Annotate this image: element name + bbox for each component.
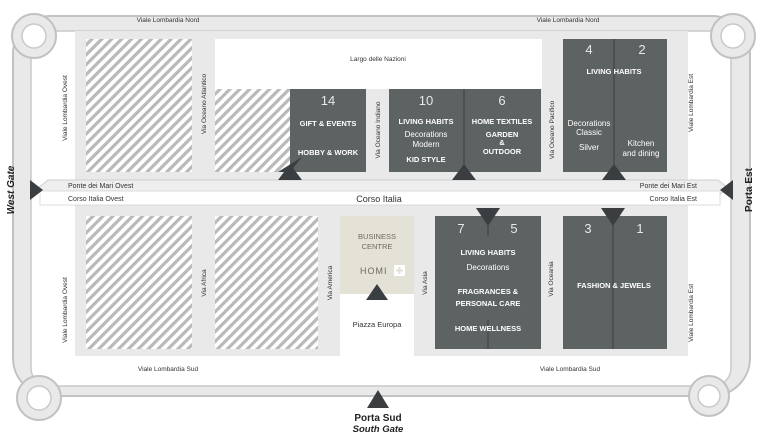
- hall-2-number: 2: [638, 42, 645, 57]
- hall-10[interactable]: [389, 89, 464, 172]
- entrance-marker-hall-14b: [278, 164, 302, 180]
- hall-6-line4: OUTDOOR: [483, 147, 522, 156]
- hall-6-line3: &: [499, 138, 505, 147]
- label-via-america: Via America: [327, 265, 334, 300]
- hall-4-2-title: LIVING HABITS: [586, 67, 641, 76]
- corso-italia-band: [37, 179, 729, 206]
- hall-10-line4: KID STYLE: [406, 155, 445, 164]
- hall-14-line1: GIFT & EVENTS: [300, 119, 357, 128]
- label-viale-lombardia-nord-right: Viale Lombardia Nord: [537, 17, 600, 24]
- plus-icon: [394, 265, 405, 276]
- hatched-block-sw: [86, 216, 192, 349]
- hall-6[interactable]: [464, 89, 541, 172]
- business-centre[interactable]: [340, 216, 414, 294]
- label-viale-lombardia-est-bottom: Viale Lombardia Est: [688, 284, 695, 342]
- hall-4-line3: Silver: [579, 143, 599, 152]
- south-gate-label-it: Porta Sud: [354, 413, 401, 424]
- label-via-oceania: Via Oceania: [548, 261, 555, 297]
- hall-4-line1: Decorations: [568, 119, 611, 128]
- hall-7-5-line2: Decorations: [467, 263, 510, 272]
- label-viale-lombardia-ovest-top: Viale Lombardia Ovest: [62, 75, 69, 141]
- hall-14-number: 14: [321, 93, 335, 108]
- hall-14-line2: HOBBY & WORK: [298, 148, 359, 157]
- hall-6-line2: GARDEN: [486, 130, 519, 139]
- hall-2-line2: and dining: [623, 149, 660, 158]
- label-viale-lombardia-sud-right: Viale Lombardia Sud: [540, 366, 601, 373]
- hall-1-number: 1: [636, 221, 643, 236]
- label-via-oceano-pacifico: Via Oceano Pacifico: [549, 100, 556, 159]
- entrance-marker-hall-10: [452, 164, 476, 180]
- west-gate-label: West Gate: [6, 165, 17, 214]
- east-gate-label: Porta Est: [744, 167, 755, 212]
- hall-4-line2: Classic: [576, 128, 602, 137]
- largo-nazioni-area: [215, 39, 542, 89]
- label-viale-lombardia-est-top: Viale Lombardia Est: [688, 74, 695, 132]
- hatched-block-s: [215, 216, 318, 349]
- hall-1[interactable]: [613, 216, 667, 349]
- hall-5[interactable]: [488, 216, 541, 349]
- entrance-marker-hall-7-5: [476, 208, 500, 226]
- label-via-oceano-indiano: Via Oceano Indiano: [375, 101, 382, 158]
- label-corso-italia: Corso Italia: [356, 194, 402, 204]
- hall-2-line1: Kitchen: [628, 139, 655, 148]
- entrance-marker-business-centre: [366, 284, 388, 300]
- business-centre-line2: CENTRE: [362, 242, 393, 251]
- entrance-marker-hall-3-1: [601, 208, 625, 226]
- label-corso-italia-ovest: Corso Italia Ovest: [68, 196, 124, 203]
- hall-10-line3: Modern: [412, 140, 439, 149]
- label-via-oceano-atlantico: Via Oceano Atlantico: [201, 74, 208, 135]
- hall-2[interactable]: [614, 39, 667, 172]
- label-viale-lombardia-sud-left: Viale Lombardia Sud: [138, 366, 199, 373]
- east-gate-marker: [720, 180, 733, 200]
- hatched-block-n: [215, 89, 290, 172]
- hall-6-line1: HOME TEXTILES: [472, 117, 532, 126]
- hall-7-5-line4: PERSONAL CARE: [456, 299, 521, 308]
- hall-3[interactable]: [563, 216, 613, 349]
- hall-14[interactable]: [290, 89, 366, 172]
- label-via-asia: Via Asia: [422, 271, 429, 295]
- label-via-africa: Via Africa: [201, 269, 208, 297]
- hall-3-number: 3: [584, 221, 591, 236]
- label-ponte-mari-est: Ponte dei Mari Est: [640, 183, 697, 190]
- label-ponte-mari-ovest: Ponte dei Mari Ovest: [68, 183, 133, 190]
- label-viale-lombardia-nord-left: Viale Lombardia Nord: [137, 17, 200, 24]
- south-gate-marker: [367, 390, 389, 408]
- hall-7-5-line1: LIVING HABITS: [460, 248, 515, 257]
- hall-4-number: 4: [585, 42, 592, 57]
- hall-4[interactable]: [563, 39, 614, 172]
- hall-10-line1: LIVING HABITS: [398, 117, 453, 126]
- hall-7[interactable]: [435, 216, 488, 349]
- hall-6-number: 6: [498, 93, 505, 108]
- hall-10-line2: Decorations: [405, 130, 448, 139]
- hall-3-1-title: FASHION & JEWELS: [577, 281, 651, 290]
- business-centre-line1: BUSINESS: [358, 232, 396, 241]
- label-corso-italia-est: Corso Italia Est: [650, 196, 698, 203]
- entrance-markers: [30, 157, 733, 408]
- hall-7-number: 7: [457, 221, 464, 236]
- hatched-block-nw: [86, 39, 192, 172]
- entrance-marker-hall-2: [602, 164, 626, 180]
- label-largo-nazioni: Largo delle Nazioni: [350, 56, 406, 63]
- label-piazza-europa: Piazza Europa: [353, 320, 403, 329]
- label-viale-lombardia-ovest-bottom: Viale Lombardia Ovest: [62, 277, 69, 343]
- west-gate-marker: [30, 180, 43, 200]
- hall-5-number: 5: [510, 221, 517, 236]
- south-gate-label-en: South Gate: [353, 424, 404, 435]
- hall-10-number: 10: [419, 93, 433, 108]
- homi-logo: HOMI: [360, 266, 388, 276]
- hall-7-5-line3: FRAGRANCES &: [458, 287, 519, 296]
- hall-7-5-line5: HOME WELLNESS: [455, 324, 521, 333]
